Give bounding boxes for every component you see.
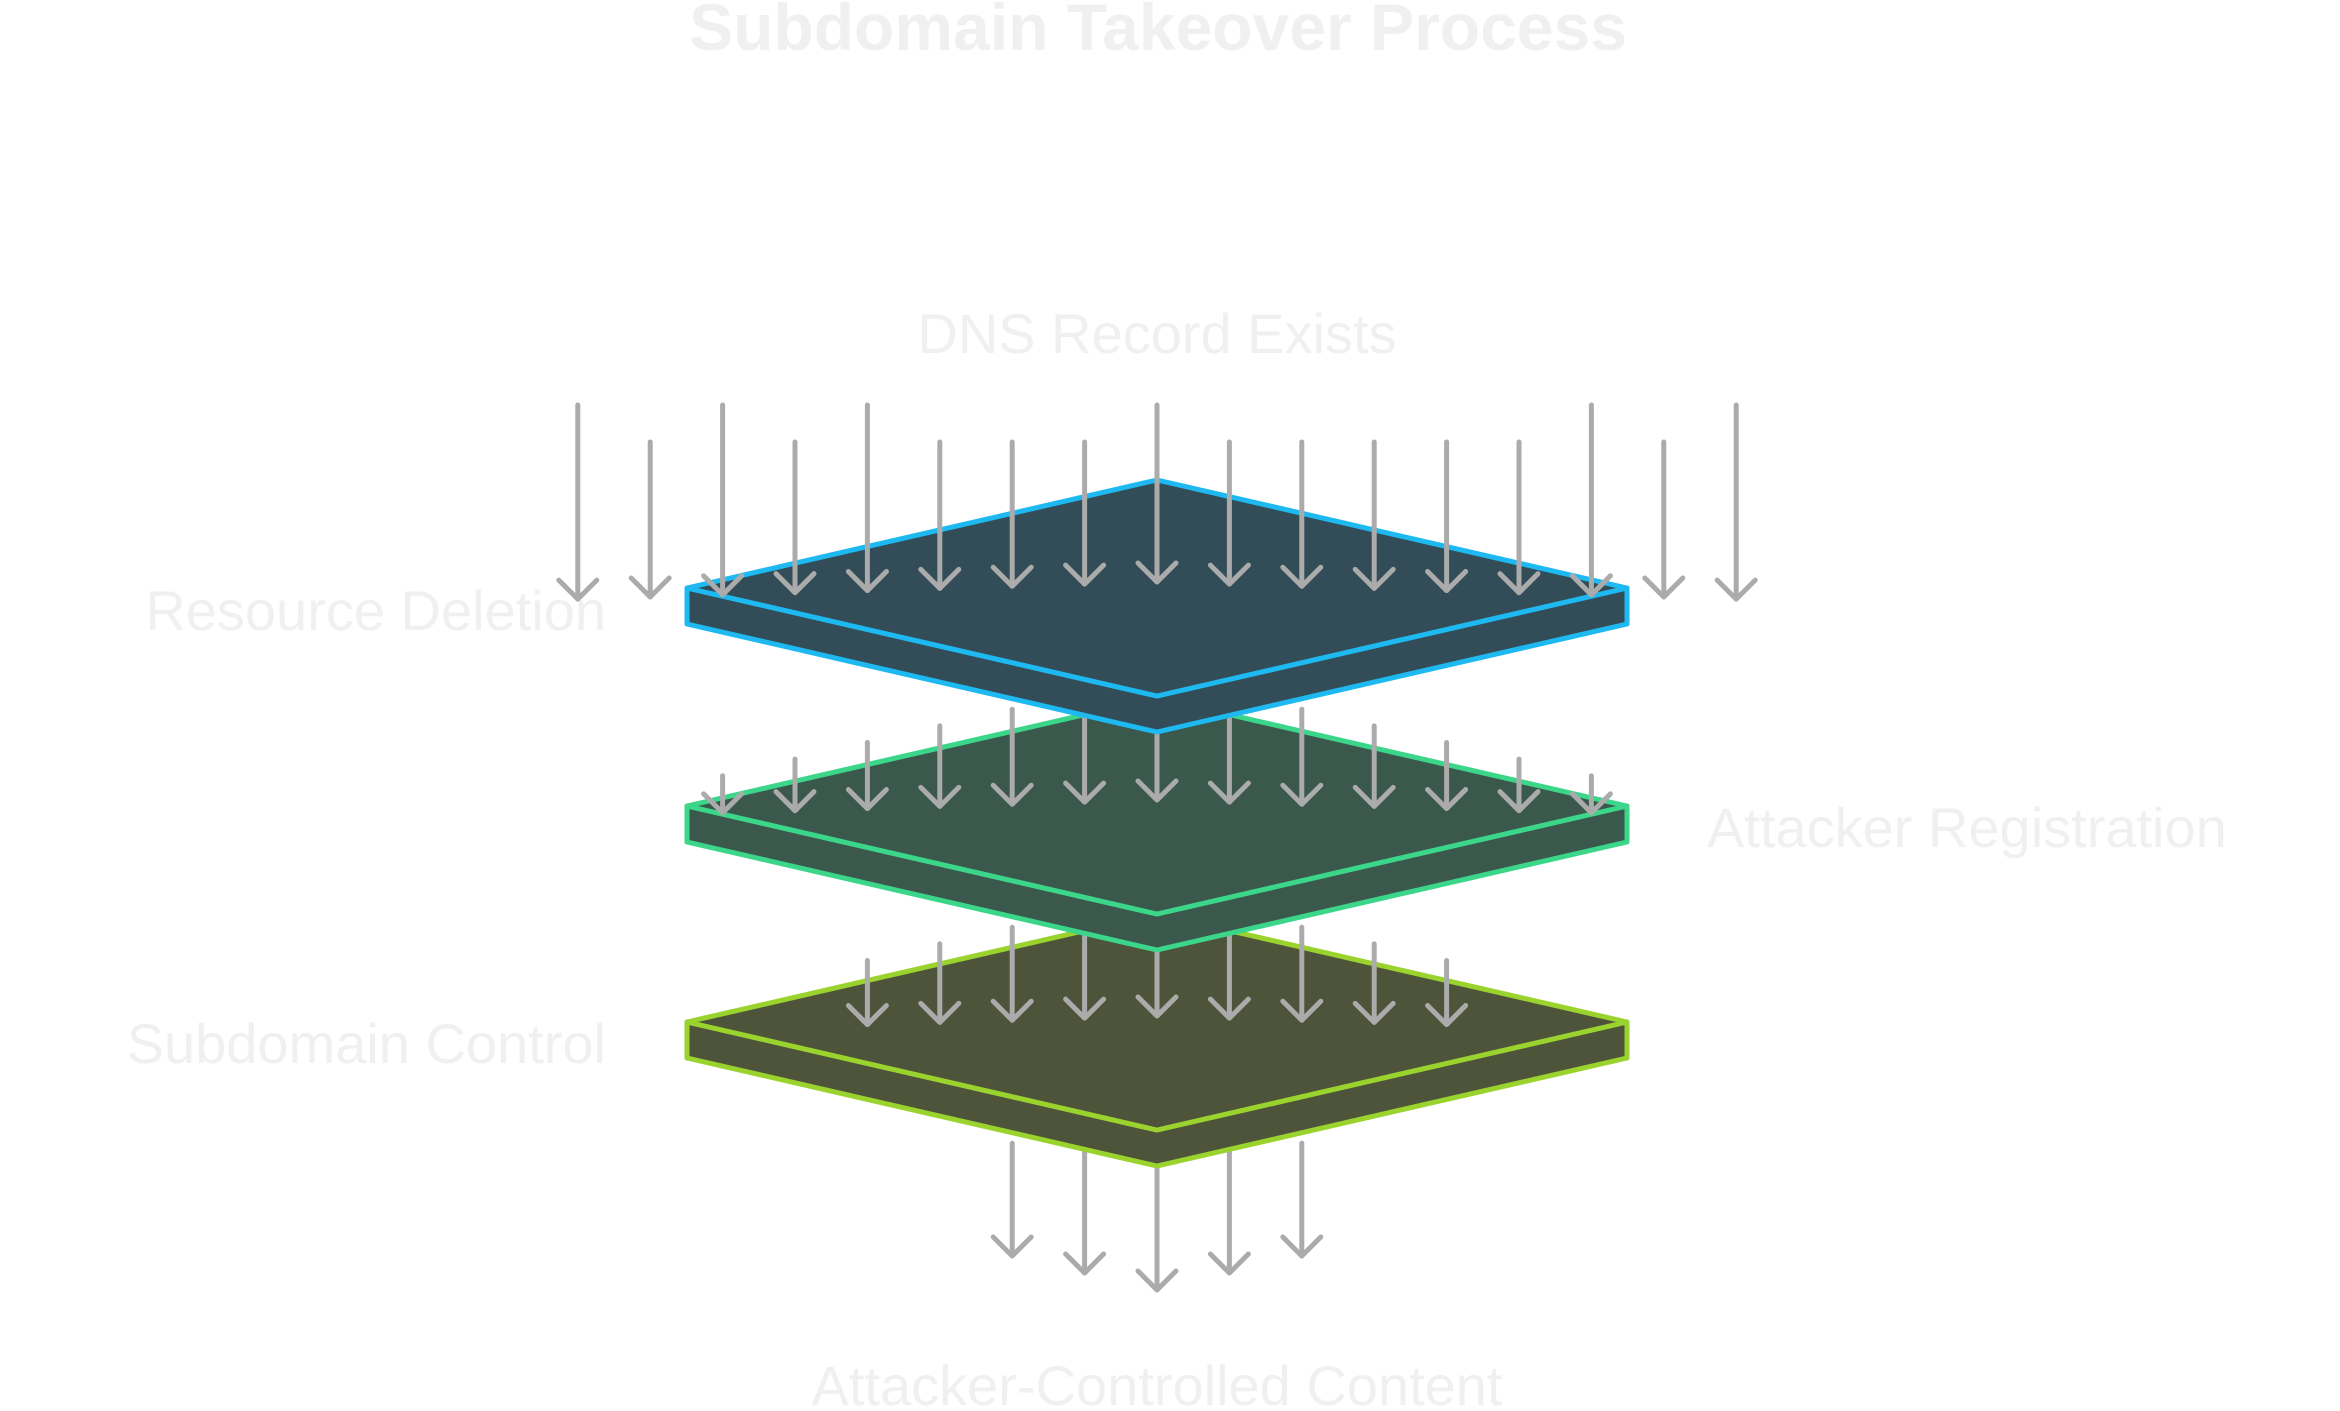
arrow-down-icon <box>990 439 1034 589</box>
arrow-down-icon <box>1352 439 1396 591</box>
arrow-down-icon <box>1569 773 1613 816</box>
arrow-down-icon <box>773 439 817 596</box>
layer-dns-record <box>684 477 1630 735</box>
arrow-down-icon <box>628 439 672 600</box>
arrow-down-icon <box>1569 402 1613 598</box>
arrow-down-icon <box>1280 439 1324 589</box>
arrow-down-icon <box>1642 439 1686 600</box>
arrow-down-icon <box>1497 439 1541 596</box>
label-resource-deletion: Resource Deletion <box>145 579 606 642</box>
arrow-down-icon <box>845 402 889 594</box>
arrow-down-icon <box>1135 402 1179 585</box>
arrow-down-icon <box>845 740 889 812</box>
arrow-down-icon <box>1207 439 1251 587</box>
arrow-down-icon <box>990 706 1034 807</box>
label-subdomain-control: Subdomain Control <box>127 1012 606 1075</box>
arrow-down-icon <box>1280 924 1324 1023</box>
label-attacker-registration: Attacker Registration <box>1707 796 2227 859</box>
label-dns-record-exists: DNS Record Exists <box>917 302 1396 365</box>
arrow-down-icon <box>1352 941 1396 1025</box>
arrow-down-icon <box>918 439 962 591</box>
arrow-down-icon <box>1497 756 1541 814</box>
layer-attacker-registration <box>684 695 1630 953</box>
flow-arrows-1 <box>556 402 1758 602</box>
arrow-down-icon <box>1425 740 1469 812</box>
arrow-down-icon <box>1714 402 1758 602</box>
arrow-down-icon <box>1280 706 1324 807</box>
arrow-down-icon <box>918 723 962 809</box>
layer-stack <box>556 402 1758 1293</box>
arrow-down-icon <box>1425 958 1469 1028</box>
arrow-down-icon <box>701 773 745 816</box>
arrow-down-icon <box>701 402 745 598</box>
arrow-down-icon <box>1280 1140 1324 1259</box>
arrow-down-icon <box>773 756 817 814</box>
arrow-down-icon <box>990 1140 1034 1259</box>
arrow-down-icon <box>1425 439 1469 594</box>
label-attacker-controlled-content: Attacker-Controlled Content <box>811 1354 1502 1411</box>
arrow-down-icon <box>918 941 962 1025</box>
arrow-down-icon <box>556 402 600 602</box>
arrow-down-icon <box>1352 723 1396 809</box>
layer-subdomain-control <box>684 911 1630 1169</box>
arrow-down-icon <box>845 958 889 1028</box>
arrow-down-icon <box>990 924 1034 1023</box>
arrow-down-icon <box>1063 439 1107 587</box>
diagram-title: Subdomain Takeover Process <box>689 0 1627 64</box>
